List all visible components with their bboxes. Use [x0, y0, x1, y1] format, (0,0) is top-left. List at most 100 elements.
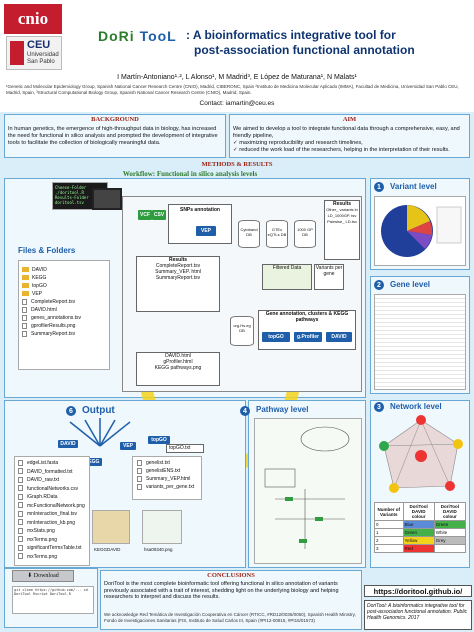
file-name: topGO — [32, 283, 47, 289]
aim-bullet-2: ✓ reduced the work load of the researche… — [233, 147, 450, 153]
pairwise-file: Pairwise_ LD.tsv — [327, 219, 357, 224]
output-file-item[interactable]: DAVID_formatted.txt — [18, 468, 85, 477]
file-icon — [18, 502, 23, 509]
file-list-item[interactable]: DAVID.html — [22, 306, 81, 314]
output-file-item[interactable]: mnInteraction_kb.png — [18, 519, 85, 528]
table-cell — [433, 544, 467, 553]
file-name: KEGG — [32, 275, 47, 281]
table-cell: Red — [402, 544, 435, 553]
output-file-item[interactable]: functionalNetworks.csv — [18, 485, 85, 494]
file-icon — [18, 544, 23, 551]
table-cell: 2 — [374, 536, 404, 545]
file-list-item[interactable]: DAVID — [22, 266, 81, 274]
file-list-item[interactable]: KEGG — [22, 274, 81, 282]
doritool-logo: DoRi TooL — [98, 28, 177, 44]
contact: Contact: iamartin@ceu.es — [199, 100, 275, 107]
output-file-item[interactable]: mcFunctionalNetwork.png — [18, 502, 85, 511]
output-david-tag: DAVID — [58, 440, 78, 448]
file-list-item[interactable]: gprofilerResults.png — [22, 322, 81, 330]
vep-badge: VEP — [196, 226, 216, 236]
folder-icon — [22, 291, 29, 297]
download-button[interactable]: ⬇ Download — [12, 570, 74, 582]
output-file-item[interactable]: mxStats.png — [18, 527, 85, 536]
summary-vep-file: Summary_VEP. html — [155, 269, 201, 275]
output-file-item[interactable]: edgeList.fasta — [18, 459, 85, 468]
file-name: DAVID.html — [31, 307, 57, 313]
table-cell: Green — [433, 520, 467, 529]
output-label: Output — [82, 405, 115, 416]
file-icon — [22, 314, 27, 321]
file-icon — [18, 485, 23, 492]
table-cell: 0 — [374, 520, 404, 529]
file-icon — [22, 306, 27, 313]
title-line-2: post-association functional annotation — [194, 43, 415, 57]
output-file-item[interactable]: mxTerms.png — [18, 553, 85, 562]
file-list-item[interactable]: CompleteReport.tsv — [22, 298, 81, 306]
file-name: gprofilerResults.png — [31, 323, 76, 329]
results-label-2: Results — [168, 257, 188, 263]
file-list-item[interactable]: genes_annotations.tsv — [22, 314, 81, 322]
acknowledgements: We acknowledge Red Temática de Investiga… — [104, 612, 356, 623]
output-file-name: mnInteraction_final.tsv — [27, 511, 78, 517]
aim-bullet-1: ✓ maximizing reproducibility and researc… — [233, 140, 363, 146]
file-icon — [22, 330, 27, 337]
output-file-name: mcFunctionalNetwork.png — [27, 502, 85, 509]
folder-icon — [22, 275, 29, 281]
variants-per-gene-file: variants_per_gene.txt — [146, 484, 195, 490]
file-list-item[interactable]: SummaryReport.tsv — [22, 330, 81, 338]
output-file-name: significantTermsTable.txt — [27, 545, 82, 551]
file-icon — [18, 536, 23, 543]
conclusions-text: DoriTool is the most complete bioinforma… — [104, 581, 339, 601]
ceu-mark-icon — [10, 41, 24, 65]
aim-heading: AIM — [342, 116, 357, 123]
results-box-2: Results CompleteReport.tsv Summary_VEP. … — [136, 256, 220, 312]
step-1-badge: 1 — [374, 182, 384, 192]
conclusions-heading: CONCLUSIONS — [207, 572, 255, 579]
file-list-item[interactable]: VEP — [22, 290, 81, 298]
project-url-link[interactable]: https://doritool.github.io/ — [364, 585, 472, 597]
variant-level-label: Variant level — [390, 182, 437, 191]
file-icon — [18, 510, 23, 517]
output-file-name: mnInteraction_kb.png — [27, 519, 76, 526]
output-file-name: DAVID_formatted.txt — [27, 468, 73, 475]
results-box-1: Results Other_ variants in LD_1000GP. ts… — [324, 200, 360, 260]
pathway-graphic — [264, 426, 350, 549]
other-variants-file: Other_ variants in LD_1000GP. tsv — [326, 207, 358, 218]
david-html-file: DAVID.html — [165, 353, 191, 359]
output-file-item[interactable]: significantTermsTable.txt — [18, 544, 85, 553]
output-topgo-tag: topGO — [148, 436, 170, 444]
aim-section — [229, 114, 470, 158]
title-line-1: : A bioinformatics integrative tool for — [186, 28, 396, 42]
output-topgo-file: topGO.txt — [166, 444, 204, 453]
step-3-badge: 3 — [374, 402, 384, 412]
snps-annotation-box: SNPs annotation — [168, 204, 232, 244]
file-list-item[interactable]: topGO — [22, 282, 81, 290]
output-file-item[interactable]: DAVID_raw.txt — [18, 476, 85, 485]
output-kegg-tag: KEGG — [82, 458, 102, 466]
step-4-badge: 4 — [240, 406, 250, 416]
output-file-item[interactable]: mxTerms.png — [18, 536, 85, 545]
output-vep-files: genelist.txt genelistENS.txt Summary_VEP… — [132, 456, 202, 500]
output-file-name: mxStats.png — [27, 528, 55, 534]
output-file-item[interactable]: iGraph.RData — [18, 493, 85, 502]
output-file-name: mxTerms.png — [27, 553, 58, 560]
gprofiler-html-file: gProfiler.html — [163, 359, 193, 365]
gene-annotation-box: Gene annotation, clusters & KEGG pathway… — [258, 310, 356, 350]
file-icon — [22, 298, 27, 305]
output-file-item[interactable]: mnInteraction_final.tsv — [18, 510, 85, 519]
table-cell: Green — [402, 528, 435, 537]
table-cell: Grey — [433, 536, 467, 545]
download-icon: ⬇ — [27, 573, 34, 579]
summary-report-file: SummaryReport.tsv — [155, 275, 201, 281]
pathway-level-label: Pathway level — [256, 405, 309, 414]
files-pane — [18, 260, 110, 370]
summary-vep-output-file: Summary_VEP.html — [146, 476, 191, 482]
file-name: VEP — [32, 291, 43, 297]
table-cell: Blue — [402, 520, 435, 529]
file-name: DAVID — [32, 267, 47, 273]
